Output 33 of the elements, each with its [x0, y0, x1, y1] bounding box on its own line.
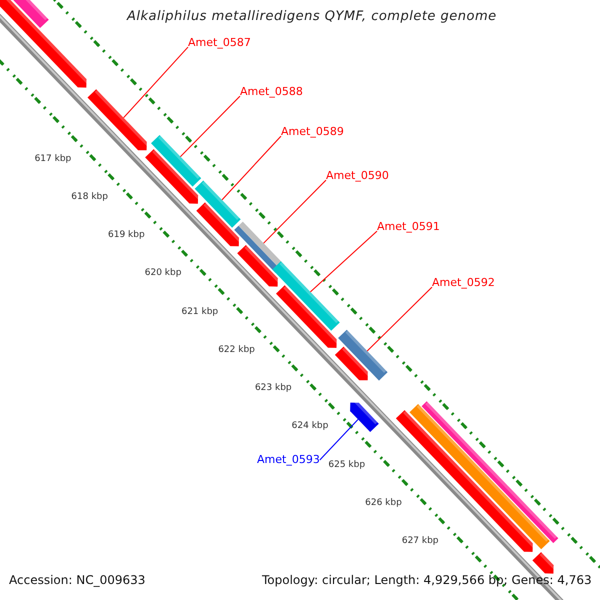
scale-label: 621 kbp — [181, 308, 218, 318]
gene-feature — [272, 261, 340, 331]
gene-label: Amet_0588 — [240, 86, 303, 98]
gene-feature — [88, 89, 150, 150]
scale-label: 625 kbp — [328, 460, 366, 470]
genome-stats-text: Topology: circular; Length: 4,929,566 bp; Genes: 4,763 — [262, 574, 592, 588]
gene-label: Amet_0593 — [257, 454, 320, 466]
scale-label: 618 kbp — [71, 193, 108, 203]
scale-label: 626 kbp — [365, 498, 402, 509]
gene-label: Amet_0592 — [432, 277, 495, 290]
leader-line — [263, 180, 326, 244]
scale-label: 624 kbp — [292, 422, 328, 432]
gene-label: Amet_0590 — [326, 170, 389, 182]
scale-label: 619 kbp — [108, 231, 145, 242]
leader-line — [222, 136, 282, 200]
leader-line — [366, 286, 432, 352]
gene-label: Amet_0589 — [281, 126, 344, 138]
scale-label: 623 kbp — [254, 384, 292, 394]
scale-label: 627 kbp — [402, 536, 439, 547]
scale-label: 622 kbp — [218, 346, 255, 356]
accession-text: Accession: NC_009633 — [9, 574, 146, 588]
leader-line — [180, 96, 240, 158]
leader-line — [319, 418, 359, 460]
genome-title: Alkaliphilus metalliredigens QYMF, complete genome — [127, 10, 497, 24]
gene-label: Amet_0587 — [188, 37, 251, 50]
leader-line — [310, 230, 378, 292]
scale-label: 620 kbp — [144, 269, 182, 280]
gene-feature — [338, 330, 388, 381]
scale-label: 617 kbp — [34, 154, 72, 165]
leader-line — [123, 46, 188, 118]
gene-label: Amet_0591 — [377, 221, 440, 234]
gene-feature — [194, 180, 241, 228]
gene-feature — [151, 135, 202, 187]
